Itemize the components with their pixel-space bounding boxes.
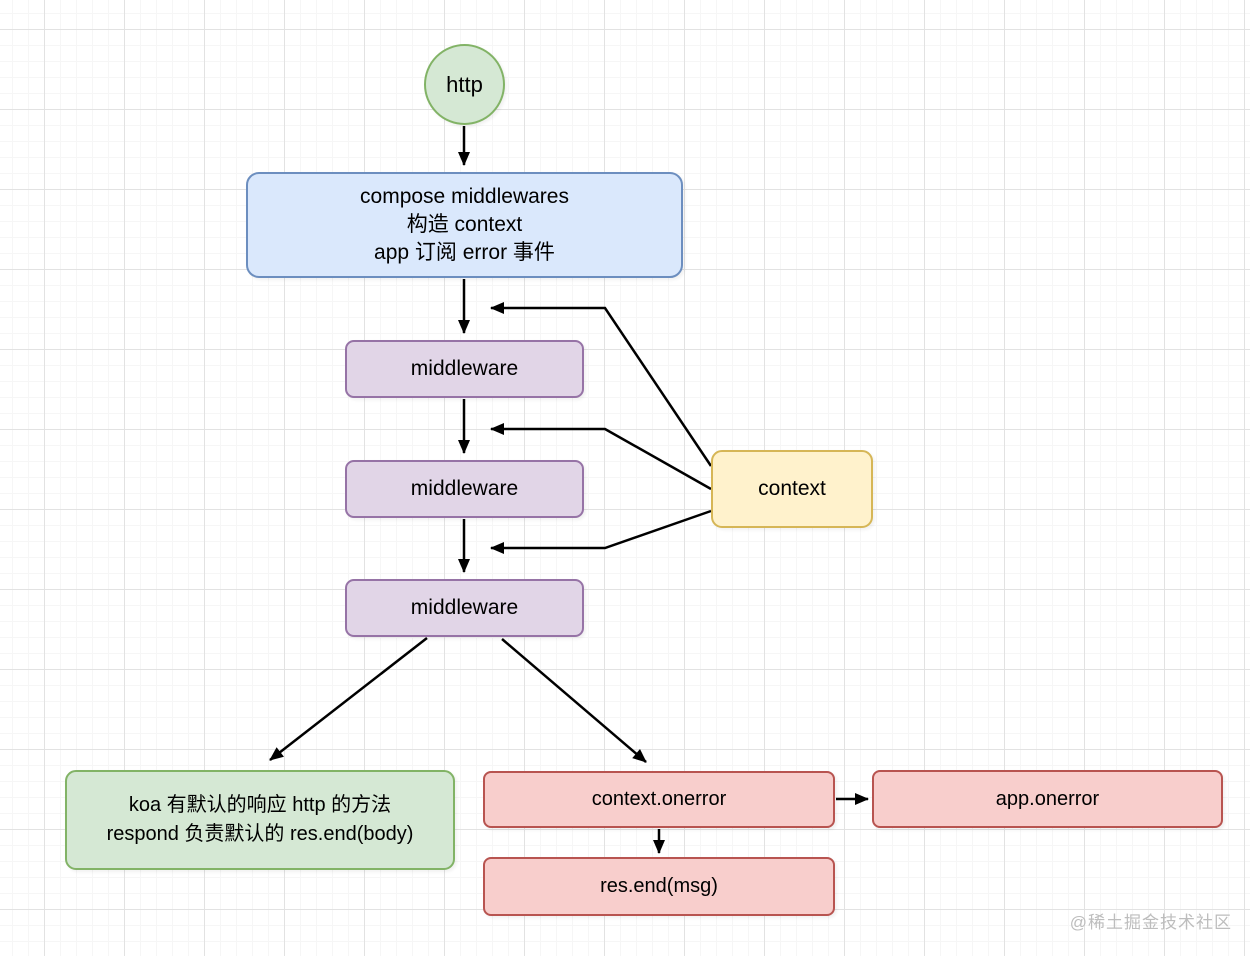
edge-middleware3-to-koa-respond [269, 637, 428, 761]
node-middleware-2-label: middleware [410, 477, 519, 500]
node-koa-respond-line1: koa 有默认的响应 http 的方法 [128, 794, 392, 816]
node-http-label: http [446, 71, 483, 97]
node-res-end: res.end(msg) [483, 857, 835, 916]
node-context-label: context [758, 477, 826, 500]
node-compose-line3: app 订阅 error 事件 [374, 241, 555, 264]
node-compose-line1: compose middlewares [360, 185, 569, 208]
node-middleware-3: middleware [345, 579, 584, 637]
node-res-end-label: res.end(msg) [600, 875, 718, 897]
node-app-onerror: app.onerror [872, 770, 1223, 828]
node-http: http [424, 44, 505, 125]
node-koa-respond-line2: respond 负责默认的 res.end(body) [106, 823, 414, 845]
node-middleware-3-label: middleware [410, 596, 519, 619]
node-context-onerror: context.onerror [483, 771, 835, 828]
node-koa-respond: koa 有默认的响应 http 的方法 respond 负责默认的 res.en… [65, 770, 455, 870]
node-compose-line2: 构造 context [406, 213, 523, 236]
watermark: @稀土掘金技术社区 [1069, 913, 1232, 932]
node-compose-middlewares: compose middlewares 构造 context app 订阅 er… [246, 172, 683, 278]
node-middleware-2: middleware [345, 460, 584, 518]
node-app-onerror-label: app.onerror [995, 787, 1100, 810]
node-context: context [711, 450, 873, 528]
node-middleware-1-label: middleware [410, 357, 519, 380]
node-middleware-1: middleware [345, 340, 584, 398]
node-context-onerror-label: context.onerror [591, 788, 727, 810]
edge-middleware3-to-context-onerror [501, 638, 647, 763]
